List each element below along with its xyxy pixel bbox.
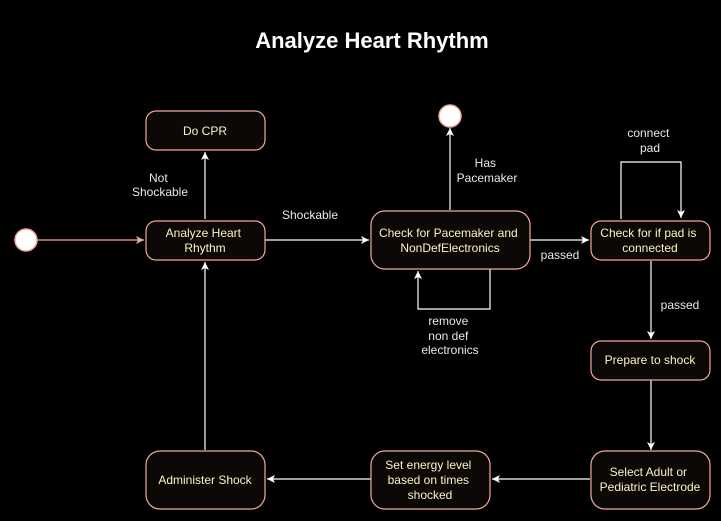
node-energy-box [370,450,491,510]
label-passed-1: passed [541,248,580,262]
node-analyze-label: Analyze Heart Rhythm [166,226,245,255]
node-check-pacemaker-box [370,210,531,270]
node-check-pad-box [590,220,711,261]
node-administer-box [145,450,266,510]
node-prepare-to-shock: Prepare to shock [590,340,711,381]
node-energy-label: Set energy level based on times shocked [385,458,474,502]
node-select-box [590,450,711,510]
node-select-label: Select Adult or Pediatric Electrode [600,465,701,494]
node-select-electrode: Select Adult or Pediatric Electrode [590,450,711,510]
node-administer-shock: Administer Shock [145,450,266,510]
label-connect-pad: connect pad [627,126,672,155]
node-prepare-box [590,340,711,381]
edge-pacemaker-self-loop [414,269,491,310]
edge-labels: Not Shockable Shockable Has Pacemaker re… [132,126,699,357]
node-analyze-heart-rhythm: Analyze Heart Rhythm [145,220,266,261]
node-do-cpr-label: Do CPR [183,124,227,138]
edge-pad-self-loop [620,161,685,219]
node-do-cpr: Do CPR [145,110,266,151]
node-set-energy: Set energy level based on times shocked [370,450,491,510]
node-do-cpr-box [145,110,266,151]
label-passed-2: passed [661,298,700,312]
node-analyze-box [145,220,266,261]
label-shockable: Shockable [282,208,338,222]
node-check-pacemaker-label: Check for Pacemaker and NonDefElectronic… [379,226,521,255]
node-prepare-label: Prepare to shock [605,353,697,367]
final-state [438,104,462,128]
node-administer-label: Administer Shock [158,473,252,487]
node-check-pacemaker: Check for Pacemaker and NonDefElectronic… [370,210,531,270]
label-has-pacemaker: Has Pacemaker [457,156,518,185]
edges [37,128,685,483]
label-remove-electronics: remove non def electronics [421,314,478,357]
initial-state [14,228,38,252]
node-check-pad-label: Check for if pad is connected [600,226,699,255]
label-not-shockable: Not Shockable [132,171,188,199]
node-check-pad: Check for if pad is connected [590,220,711,261]
diagram-title: Analyze Heart Rhythm [255,28,489,53]
